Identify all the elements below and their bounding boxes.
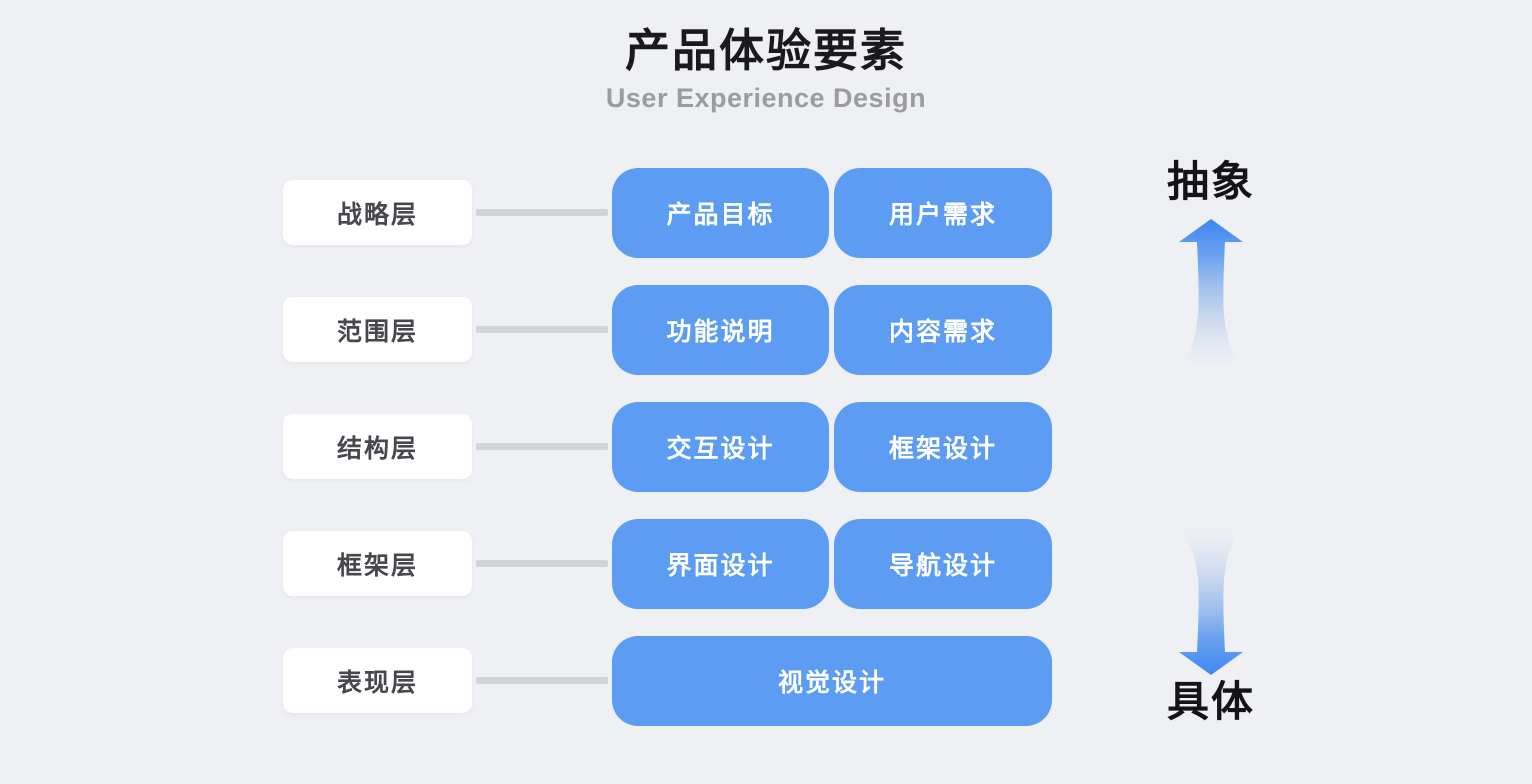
connector-line [476,326,608,333]
layer-row-surface: 表现层 视觉设计 [0,636,1532,726]
connector-line [476,677,608,684]
layer-label-box: 表现层 [283,648,472,713]
element-box: 界面设计 [612,519,829,609]
element-label: 内容需求 [888,318,997,346]
page-title: 产品体验要素 [624,25,907,76]
element-box: 视觉设计 [612,636,1052,726]
layer-label-box: 结构层 [283,414,472,479]
page-subtitle: User Experience Design [605,83,927,113]
layer-label: 结构层 [336,434,418,463]
element-box: 交互设计 [612,402,829,492]
layer-label-box: 范围层 [283,297,472,362]
element-label: 功能说明 [666,318,775,346]
element-label: 框架设计 [888,435,997,463]
concrete-label: 具体 [1166,678,1255,725]
gradient-down-arrow-icon [1179,527,1243,675]
element-label: 产品目标 [666,201,775,229]
connector-line [476,560,608,567]
layer-row-strategy: 战略层 产品目标 用户需求 [0,168,1532,258]
layer-row-skeleton: 框架层 界面设计 导航设计 [0,519,1532,609]
layer-label: 战略层 [336,200,418,229]
layer-label: 框架层 [336,551,418,580]
element-box: 产品目标 [612,168,829,258]
layer-label-box: 战略层 [283,180,472,245]
element-box: 内容需求 [834,285,1052,375]
element-label: 导航设计 [888,552,997,580]
element-box: 功能说明 [612,285,829,375]
element-box: 导航设计 [834,519,1052,609]
layer-label-box: 框架层 [283,531,472,596]
element-box: 框架设计 [834,402,1052,492]
abstract-label: 抽象 [1166,158,1255,205]
layer-label: 范围层 [336,317,418,346]
layer-label: 表现层 [336,668,418,697]
element-label: 交互设计 [666,435,775,463]
layer-row-scope: 范围层 功能说明 内容需求 [0,285,1532,375]
gradient-up-arrow-icon [1179,219,1243,367]
layer-row-structure: 结构层 交互设计 框架设计 [0,402,1532,492]
element-label: 视觉设计 [777,669,886,697]
element-box: 用户需求 [834,168,1052,258]
element-label: 用户需求 [888,201,997,229]
connector-line [476,209,608,216]
connector-line [476,443,608,450]
element-label: 界面设计 [666,552,775,580]
